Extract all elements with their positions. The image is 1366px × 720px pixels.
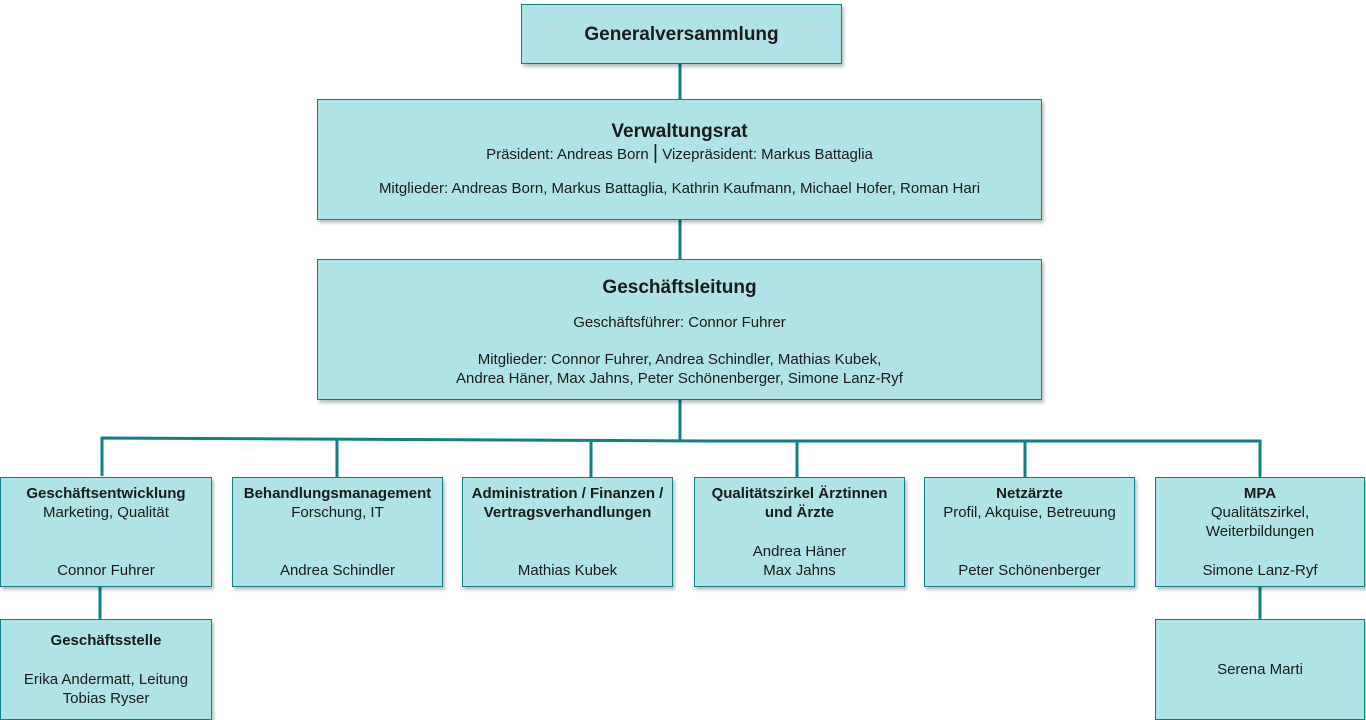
node-title: Behandlungsmanagement xyxy=(243,485,432,502)
node-person: Connor Fuhrer xyxy=(57,562,155,579)
node-netzaerzte: Netzärzte Profil, Akquise, Betreuung Pet… xyxy=(924,477,1135,587)
node-subtitle: Forschung, IT xyxy=(291,504,384,521)
separator: | xyxy=(652,142,659,164)
node-title-line1: Administration / Finanzen / xyxy=(471,485,664,502)
members-text-line1: Mitglieder: Connor Fuhrer, Andrea Schind… xyxy=(477,351,882,368)
node-title-line2: Vertragsverhandlungen xyxy=(483,504,652,521)
node-person: Serena Marti xyxy=(1217,661,1303,678)
node-mpa: MPA Qualitätszirkel, Weiterbildungen Sim… xyxy=(1155,477,1365,587)
members-text: Mitglieder: Andreas Born, Markus Battagl… xyxy=(378,180,981,197)
ceo-text: Geschäftsführer: Connor Fuhrer xyxy=(573,314,786,331)
node-title: Generalversammlung xyxy=(584,24,779,45)
node-person-line2: Tobias Ryser xyxy=(62,690,150,707)
node-subtitle: Marketing, Qualität xyxy=(43,504,169,521)
node-person: Simone Lanz-Ryf xyxy=(1202,562,1318,579)
node-person: Mathias Kubek xyxy=(517,562,618,579)
node-subtitle-line2: Weiterbildungen xyxy=(1205,523,1315,540)
node-title: Geschäftsentwicklung xyxy=(26,485,186,502)
node-title: MPA xyxy=(1243,485,1277,502)
node-qualitaetszirkel-aerzte: Qualitätszirkel Ärztinnen und Ärzte Andr… xyxy=(694,477,905,587)
node-title-line2: und Ärzte xyxy=(764,504,835,521)
node-person: Andrea Schindler xyxy=(279,562,396,579)
node-person-line2: Max Jahns xyxy=(763,562,836,579)
node-verwaltungsrat: Verwaltungsrat Präsident: Andreas Born |… xyxy=(317,99,1042,220)
node-title: Geschäftsleitung xyxy=(602,277,757,298)
node-behandlungsmanagement: Behandlungsmanagement Forschung, IT Andr… xyxy=(232,477,443,587)
node-geschaeftsstelle: Geschäftsstelle Erika Andermatt, Leitung… xyxy=(0,619,212,720)
node-administration-finanzen: Administration / Finanzen / Vertragsverh… xyxy=(462,477,673,587)
members-text-line2: Andrea Häner, Max Jahns, Peter Schönenbe… xyxy=(456,370,903,387)
node-person-line1: Andrea Häner xyxy=(752,543,847,560)
node-title: Verwaltungsrat xyxy=(611,121,748,142)
vice-president-text: Vizepräsident: Markus Battaglia xyxy=(662,146,873,163)
president-text: Präsident: Andreas Born xyxy=(486,146,649,163)
node-geschaeftsentwicklung: Geschäftsentwicklung Marketing, Qualität… xyxy=(0,477,212,587)
node-geschaeftsleitung: Geschäftsleitung Geschäftsführer: Connor… xyxy=(317,259,1042,400)
node-title: Geschäftsstelle xyxy=(50,632,162,649)
node-generalversammlung: Generalversammlung xyxy=(521,4,842,64)
connector-bus xyxy=(100,436,1262,477)
node-person-line1: Erika Andermatt, Leitung xyxy=(23,671,189,688)
node-title: Netzärzte xyxy=(996,485,1063,502)
node-person: Peter Schönenberger xyxy=(958,562,1101,579)
node-title-line1: Qualitätszirkel Ärztinnen xyxy=(711,485,888,502)
node-subtitle-line1: Qualitätszirkel, xyxy=(1210,504,1310,521)
node-mpa-member: Serena Marti xyxy=(1155,619,1365,720)
node-subtitle: Profil, Akquise, Betreuung xyxy=(943,504,1116,521)
vr-leadership: Präsident: Andreas Born | Vizepräsident:… xyxy=(318,142,1041,164)
